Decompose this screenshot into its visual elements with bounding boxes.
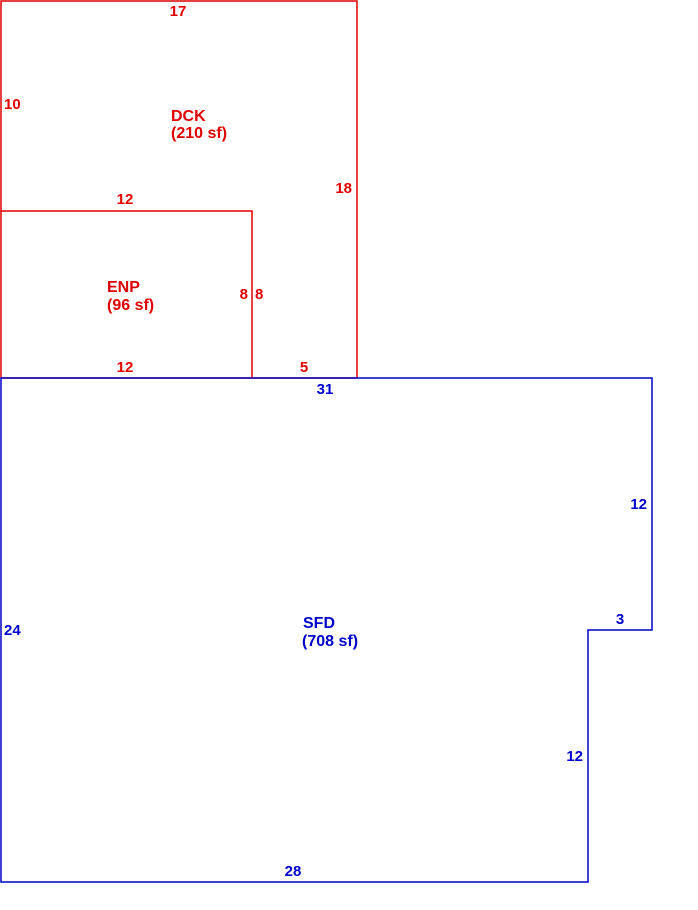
enp-area-size: (96 sf) <box>107 297 154 314</box>
dck-area-name: DCK <box>171 108 206 125</box>
sfd-right-upper-dimension: 12 <box>630 496 647 513</box>
dck-top-dimension: 17 <box>170 3 187 20</box>
sfd-outline <box>0 377 653 883</box>
dck-right-dimension: 18 <box>335 180 352 197</box>
dck-bottom-gap-dimension: 5 <box>300 359 308 376</box>
sfd-right-lower-dimension: 12 <box>566 748 583 765</box>
enp-top-dimension: 12 <box>117 191 134 208</box>
dck-area-size: (210 sf) <box>171 125 227 142</box>
enp-right-inner-dimension: 8 <box>240 286 248 303</box>
sfd-left-dimension: 24 <box>4 622 21 639</box>
sfd-area-size: (708 sf) <box>302 633 358 650</box>
enp-right-outer-dimension: 8 <box>255 286 263 303</box>
sfd-area-name: SFD <box>303 615 335 632</box>
sfd-bottom-dimension: 28 <box>285 863 302 880</box>
sfd-top-dimension: 31 <box>317 381 334 398</box>
dck-outline <box>0 0 358 379</box>
sfd-notch-dimension: 3 <box>616 611 624 628</box>
dck-left-dimension: 10 <box>4 96 21 113</box>
enp-area-name: ENP <box>107 279 140 296</box>
enp-bottom-dimension: 12 <box>117 359 134 376</box>
